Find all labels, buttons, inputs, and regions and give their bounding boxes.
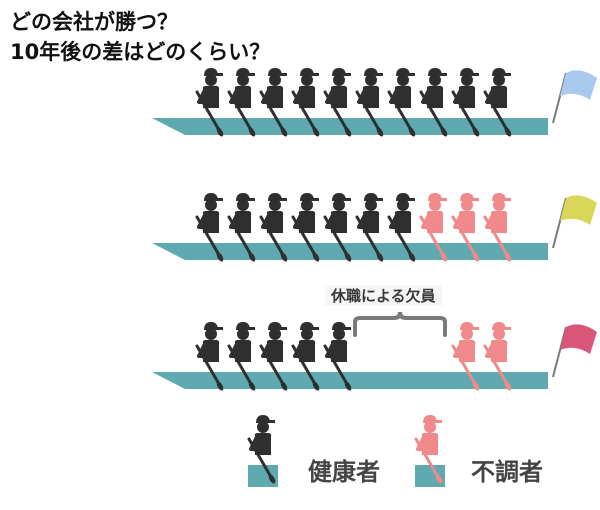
boat-3-rower-2 — [227, 322, 256, 391]
legend-unwell-label: 不調者 — [471, 458, 543, 486]
boat-1-rower-4 — [291, 68, 320, 137]
boat-1-rower-6 — [355, 68, 384, 137]
boat-2-rower-9 — [451, 193, 480, 262]
boat-2-rower-4 — [291, 193, 320, 262]
boat-2-rower-2 — [227, 193, 256, 262]
legend-healthy-hull — [248, 465, 278, 487]
boat-1-rower-2 — [227, 68, 256, 137]
legend-unwell-hull — [415, 465, 445, 487]
boat-1-rower-7 — [387, 68, 416, 137]
boat-1-rower-1 — [195, 68, 224, 137]
legend-healthy-icon — [247, 415, 276, 484]
boat-3-rower-4 — [291, 322, 320, 391]
boat-2-flag — [552, 195, 597, 249]
absence-label: 休職による欠員 — [325, 285, 442, 306]
boat-3-rower-1 — [195, 322, 224, 391]
boat-3-flag — [552, 324, 597, 378]
boat-2-rower-8 — [419, 193, 448, 262]
boat-1-rower-3 — [259, 68, 288, 137]
legend-unwell-icon — [414, 415, 443, 484]
boat-3-rower-3 — [259, 322, 288, 391]
boat-2-rower-6 — [355, 193, 384, 262]
boat-1-rower-10 — [483, 68, 512, 137]
boat-3-rower-10 — [483, 322, 512, 391]
boat-2-rower-10 — [483, 193, 512, 262]
boat-2-rower-3 — [259, 193, 288, 262]
title-line-2: 10年後の差はどのくらい？ — [10, 40, 271, 64]
boat-2-rower-7 — [387, 193, 416, 262]
boat-2-rower-5 — [323, 193, 352, 262]
boat-1-flag — [552, 70, 597, 124]
boat-1-rower-9 — [451, 68, 480, 137]
boat-1-rower-8 — [419, 68, 448, 137]
boat-2-rower-1 — [195, 193, 224, 262]
title-line-1: どの会社が勝つ？ — [10, 10, 178, 34]
legend-healthy-label: 健康者 — [308, 458, 380, 486]
absence-brace — [353, 311, 447, 337]
boat-1-rower-5 — [323, 68, 352, 137]
boat-3-rower-9 — [451, 322, 480, 391]
boat-3-rower-5 — [323, 322, 352, 391]
